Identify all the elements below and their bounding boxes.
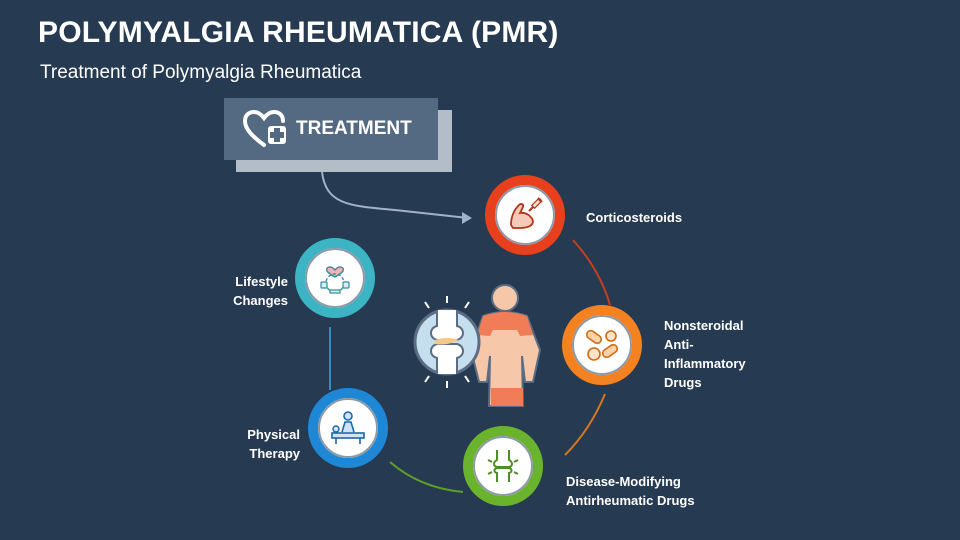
lifestyle-changes-label-line: Lifestyle	[235, 274, 288, 289]
lifestyle-icon	[320, 266, 350, 294]
corticosteroids-circle	[485, 175, 565, 255]
physical-therapy-label-line: Physical	[247, 427, 300, 442]
physical-therapy-label-line: Therapy	[249, 446, 300, 461]
nsaids-label-line: Nonsteroidal	[664, 318, 744, 333]
page-subtitle: Treatment of Polymyalgia Rheumatica	[40, 62, 362, 83]
corticosteroids-icon-holder	[495, 185, 555, 245]
treatment-arrow	[321, 171, 469, 219]
lifestyle-changes-label: Lifestyle Changes	[218, 272, 288, 310]
physical-therapy-label: Physical Therapy	[232, 425, 300, 463]
physical-therapy-circle	[308, 388, 388, 468]
page-title: POLYMYALGIA RHEUMATICA (PMR)	[38, 16, 559, 49]
heart-plus-icon	[242, 109, 286, 147]
nsaids-label-line: Drugs	[664, 375, 702, 390]
therapy-icon	[331, 411, 365, 444]
nsaids-label-line: Anti-	[664, 337, 694, 352]
arm-injection-icon	[510, 197, 543, 229]
treatment-box: TREATMENT	[224, 98, 452, 172]
nsaids-label: Nonsteroidal Anti- Inflammatory Drugs	[664, 316, 746, 392]
arrow-head	[462, 212, 472, 224]
lifestyle-changes-circle	[295, 238, 375, 318]
physical-therapy-icon-holder	[318, 398, 378, 458]
dmards-label-line: Antirheumatic Drugs	[566, 493, 695, 508]
dmards-circle	[463, 426, 543, 506]
dmards-label-line: Disease-Modifying	[566, 474, 681, 489]
treatment-box-front: TREATMENT	[224, 98, 438, 160]
connector-green-blue	[389, 461, 464, 493]
corticosteroids-label: Corticosteroids	[586, 210, 683, 225]
dmards-label: Disease-Modifying Antirheumatic Drugs	[566, 472, 695, 510]
nsaids-icon-holder	[572, 315, 632, 375]
nsaids-circle	[562, 305, 642, 385]
connector-orange-green	[564, 393, 606, 456]
connector-red-orange	[572, 239, 611, 306]
dmards-icon-holder	[473, 436, 533, 496]
lifestyle-changes-label-line: Changes	[233, 293, 288, 308]
human-joint-pain-icon	[413, 284, 542, 407]
lifestyle-changes-icon-holder	[305, 248, 365, 308]
joint-icon	[487, 450, 519, 482]
treatment-label: TREATMENT	[296, 118, 412, 139]
pills-icon	[585, 329, 619, 361]
nsaids-label-line: Inflammatory	[664, 356, 746, 371]
